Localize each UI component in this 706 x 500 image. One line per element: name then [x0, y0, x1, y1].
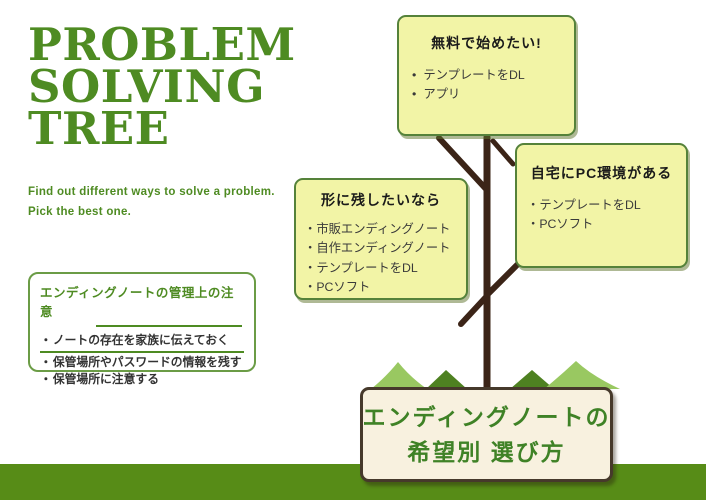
- branch-box-items: ・テンプレートをDL ・PCソフト: [517, 196, 686, 235]
- branch-box-title: 自宅にPC環境がある: [530, 165, 673, 181]
- tree-branch-lower-left: [458, 294, 489, 327]
- tree-branch-upper-right: [490, 138, 516, 167]
- bullet-glyph: ・: [304, 241, 317, 256]
- note-item-text: 保管場所やパスワードの情報を残す: [52, 354, 242, 369]
- bullet-glyph: ・: [527, 198, 540, 212]
- branch-box-items: • テンプレートをDL • アプリ: [399, 66, 574, 105]
- bullet-glyph: ・: [527, 217, 540, 232]
- page-title: PROBLEM SOLVING TREE: [28, 18, 296, 155]
- bullet-glyph: ・: [40, 354, 52, 369]
- subtitle-line: Find out different ways to solve a probl…: [28, 186, 275, 198]
- branch-box-pc-env: 自宅にPC環境がある ・テンプレートをDL ・PCソフト: [515, 143, 688, 268]
- branch-box-keep-form: 形に残したいなら ・市販エンディングノート ・自作エンディングノート ・テンプレ…: [294, 178, 468, 300]
- title-line: PROBLEM: [28, 18, 296, 71]
- note-box: エンディングノートの管理上の注意 ・ノートの存在を家族に伝えておく ・保管場所や…: [28, 272, 256, 386]
- root-box-line: エンディングノートの: [362, 404, 611, 430]
- list-item-text: テンプレートをDL: [539, 198, 641, 212]
- list-item-text: テンプレートをDL: [423, 68, 525, 82]
- note-item: ・保管場所に注意する: [40, 371, 244, 389]
- branch-box-title: 無料で始めたい!: [431, 35, 542, 51]
- hill-shape-light-right: [544, 361, 620, 389]
- branch-box-items: ・市販エンディングノート ・自作エンディングノート ・テンプレートをDL ・PC…: [296, 220, 466, 298]
- list-item: • テンプレートをDL: [412, 66, 574, 85]
- list-item-text: テンプレートをDL: [316, 260, 418, 275]
- branch-box-free: 無料で始めたい! • テンプレートをDL • アプリ: [397, 15, 576, 136]
- bullet-glyph: ・: [304, 280, 317, 295]
- list-item: ・テンプレートをDL: [527, 196, 686, 215]
- title-line: SOLVING: [28, 60, 266, 113]
- note-item: ・ノートの存在を家族に伝えておく: [40, 332, 244, 353]
- page-subtitle: Find out different ways to solve a probl…: [28, 182, 308, 222]
- subtitle-line: Pick the best one.: [28, 206, 132, 219]
- bullet-glyph: •: [412, 87, 417, 102]
- list-item: ・PCソフト: [527, 215, 686, 234]
- note-box-title: エンディングノートの管理上の注意: [40, 286, 234, 319]
- bullet-glyph: ・: [40, 372, 52, 387]
- root-box-line: 希望別 選び方: [407, 438, 566, 465]
- root-box: エンディングノートの 希望別 選び方: [360, 387, 613, 482]
- list-item-text: PCソフト: [316, 280, 371, 295]
- tree-branch-right: [485, 261, 521, 297]
- list-item: ・市販エンディングノート: [304, 220, 466, 239]
- branch-box-title: 形に残したいなら: [321, 192, 441, 208]
- bullet-glyph: ・: [304, 260, 317, 275]
- note-item: ・保管場所やパスワードの情報を残す: [40, 354, 244, 372]
- note-item-text: ノートの存在を家族に伝えておく: [52, 333, 229, 347]
- list-item-text: PCソフト: [539, 217, 594, 232]
- note-item-text: 保管場所に注意する: [52, 372, 159, 387]
- list-item: ・テンプレートをDL: [304, 259, 466, 278]
- list-item: • アプリ: [412, 85, 574, 104]
- list-item: ・PCソフト: [304, 278, 466, 297]
- list-item-text: アプリ: [423, 87, 461, 102]
- list-item-text: 自作エンディングノート: [316, 241, 451, 256]
- bullet-glyph: •: [412, 68, 417, 82]
- title-line: TREE: [28, 102, 170, 155]
- list-item: ・自作エンディングノート: [304, 239, 466, 258]
- divider-line: [96, 325, 242, 327]
- bullet-glyph: ・: [40, 333, 52, 347]
- list-item-text: 市販エンディングノート: [316, 222, 451, 236]
- hill-shape-light-left: [371, 362, 427, 389]
- bullet-glyph: ・: [304, 222, 317, 236]
